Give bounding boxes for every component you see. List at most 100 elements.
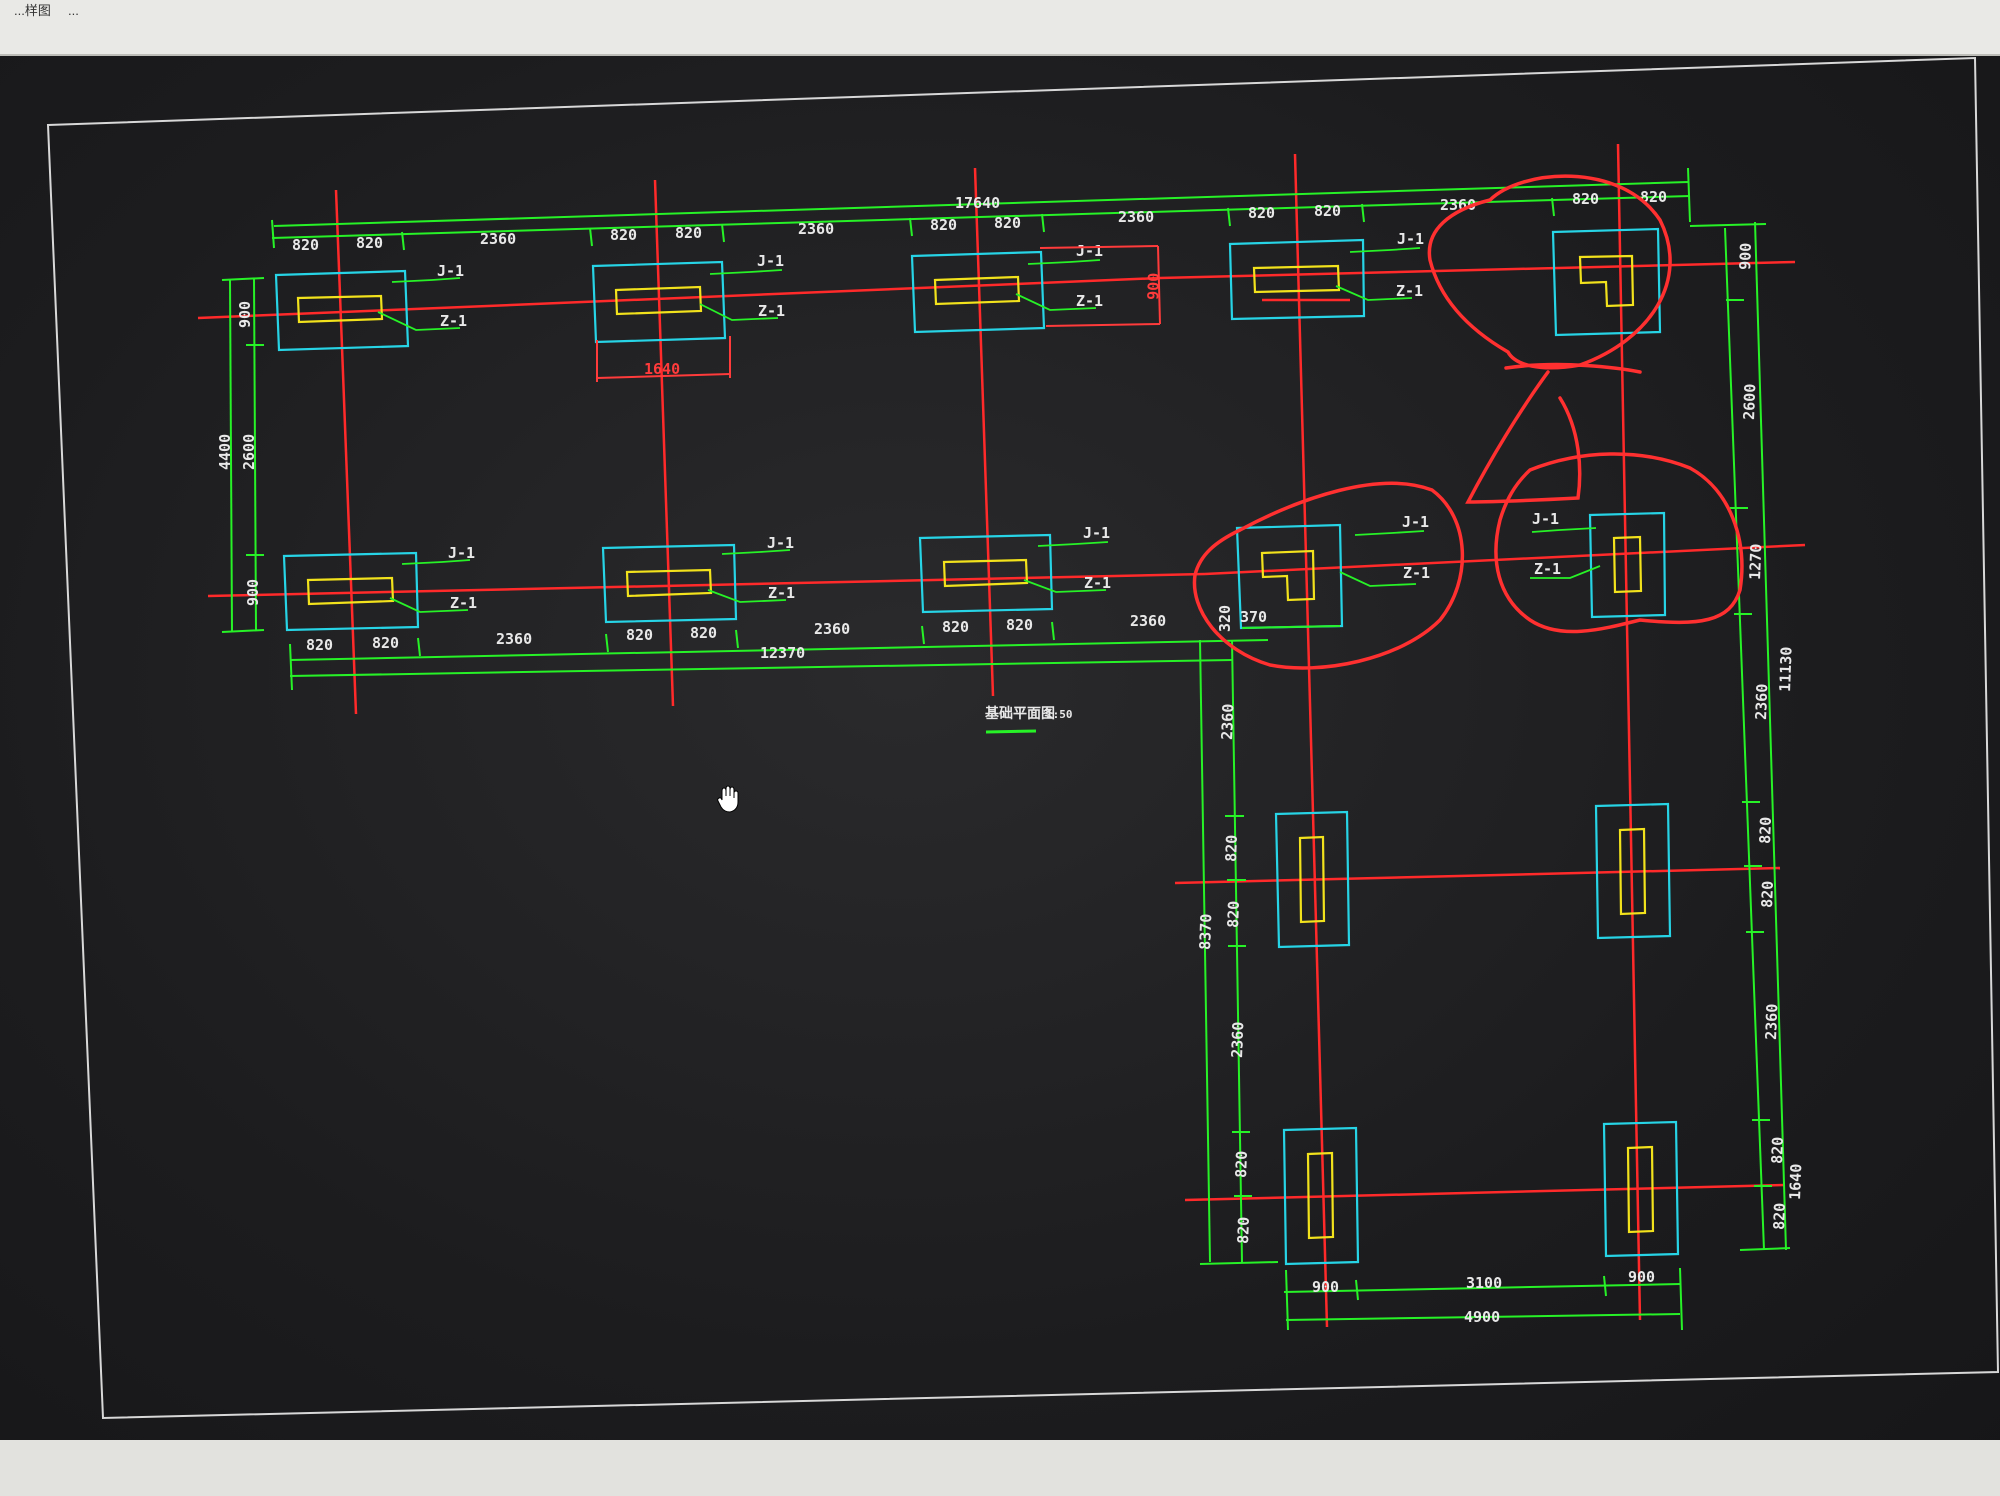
dim-top-overall: 17640	[955, 194, 1000, 212]
column-Z1	[942, 558, 1029, 588]
footing-label: J-1	[437, 262, 464, 280]
svg-text:820: 820	[626, 626, 653, 644]
svg-text:900: 900	[1312, 1278, 1339, 1296]
svg-text:2360: 2360	[480, 230, 516, 248]
drawing-title: 基础平面图 1:50	[985, 705, 1073, 734]
svg-text:820: 820	[1234, 1216, 1253, 1244]
svg-text:820: 820	[690, 624, 717, 642]
svg-text:2360: 2360	[1130, 612, 1166, 630]
svg-text:2360: 2360	[1218, 703, 1237, 740]
footing-J1	[1594, 802, 1672, 940]
taskbar	[0, 1440, 2000, 1496]
svg-text:820: 820	[1248, 204, 1275, 222]
column-Z1	[1612, 535, 1643, 594]
svg-text:820: 820	[1756, 816, 1775, 844]
leader-lines	[377, 247, 1601, 613]
svg-text:820: 820	[356, 234, 383, 252]
column-label: Z-1	[768, 584, 795, 602]
column-label: Z-1	[1084, 574, 1111, 592]
column-Z1	[1306, 1151, 1335, 1240]
column-Z1	[1252, 264, 1341, 294]
svg-text:820: 820	[1006, 616, 1033, 634]
svg-text:2360: 2360	[496, 630, 532, 648]
svg-text:320: 320	[1216, 605, 1234, 632]
svg-text:900: 900	[1628, 1268, 1655, 1286]
red-markup-annotations	[1192, 174, 1744, 670]
svg-text:2360: 2360	[1440, 196, 1476, 214]
column-Z1	[306, 576, 395, 606]
svg-text:820: 820	[1314, 202, 1341, 220]
footing-J1	[591, 260, 727, 344]
app-tab-bar: ...样图 ...	[0, 0, 2000, 56]
column-Z1-L	[1578, 254, 1635, 308]
dimension-lines	[221, 167, 1791, 1331]
svg-text:370: 370	[1240, 608, 1267, 626]
svg-text:820: 820	[1222, 834, 1241, 862]
app-tab[interactable]: ...	[68, 3, 79, 18]
footing-label: J-1	[1397, 230, 1424, 248]
dim-bottom-overall: 12370	[760, 644, 805, 662]
app-tab[interactable]: ...样图	[14, 3, 51, 18]
svg-text:2600: 2600	[1740, 383, 1759, 420]
svg-text:3100: 3100	[1466, 1274, 1502, 1292]
svg-text:820: 820	[1770, 1202, 1789, 1230]
grid-line-h	[1184, 1183, 1786, 1202]
column-label: Z-1	[1076, 292, 1103, 310]
svg-text:1640: 1640	[1786, 1163, 1805, 1200]
column-label: Z-1	[440, 312, 467, 330]
footing-J1	[274, 269, 410, 352]
svg-text:820: 820	[1758, 880, 1777, 908]
svg-text:2360: 2360	[1752, 683, 1771, 720]
svg-text:820: 820	[1768, 1136, 1787, 1164]
svg-text:2360: 2360	[1118, 208, 1154, 226]
svg-text:900: 900	[236, 301, 254, 328]
grid-line-h	[1174, 866, 1781, 885]
grid-line-v	[973, 167, 995, 697]
column-Z1	[1626, 1145, 1655, 1234]
svg-text:820: 820	[675, 224, 702, 242]
svg-text:2360: 2360	[1762, 1003, 1781, 1040]
svg-text:11130: 11130	[1776, 646, 1796, 692]
column-Z1-L	[1260, 549, 1316, 602]
svg-text:820: 820	[994, 214, 1021, 232]
component-labels: J-1 Z-1 J-1 Z-1 J-1 Z-1 J-1 Z-1 J-1 Z-1 …	[437, 230, 1561, 612]
footing-J1	[1282, 1126, 1360, 1266]
footing-J1	[601, 543, 738, 624]
grid-line-h	[197, 276, 1161, 320]
footing-label: J-1	[767, 534, 794, 552]
svg-text:820: 820	[1224, 900, 1243, 928]
svg-text:820: 820	[292, 236, 319, 254]
svg-text:900: 900	[1736, 242, 1755, 270]
markup-circle-right	[1494, 452, 1744, 634]
red-dimensions	[596, 245, 1161, 382]
hand-cursor-icon	[717, 785, 739, 813]
svg-text:900: 900	[1144, 272, 1163, 300]
grid-line-v	[653, 179, 675, 707]
grid-line-h	[1159, 260, 1796, 280]
svg-text:2360: 2360	[814, 620, 850, 638]
svg-text:820: 820	[1640, 188, 1667, 206]
column-label: Z-1	[758, 302, 785, 320]
sheet-frame	[46, 56, 2000, 1420]
svg-text:820: 820	[930, 216, 957, 234]
footing-J1	[910, 250, 1046, 334]
column-Z1	[614, 285, 703, 316]
footing-J1	[1551, 227, 1662, 337]
svg-text:900: 900	[244, 579, 262, 606]
column-Z1	[1618, 827, 1647, 916]
footing-label: J-1	[1076, 242, 1103, 260]
svg-text:1270: 1270	[1746, 543, 1765, 580]
svg-text:820: 820	[1572, 190, 1599, 208]
svg-text:820: 820	[610, 226, 637, 244]
grid-line-v	[334, 189, 358, 715]
footing-J1	[918, 533, 1054, 614]
svg-text:820: 820	[942, 618, 969, 636]
footing-label: J-1	[448, 544, 475, 562]
footing-J1	[1602, 1120, 1680, 1258]
svg-text:820: 820	[372, 634, 399, 652]
drawing-title-text: 基础平面图	[985, 705, 1055, 722]
column-label: Z-1	[1534, 560, 1561, 578]
grid-line-v	[1616, 143, 1642, 1321]
grid-line-v	[1293, 153, 1329, 1328]
